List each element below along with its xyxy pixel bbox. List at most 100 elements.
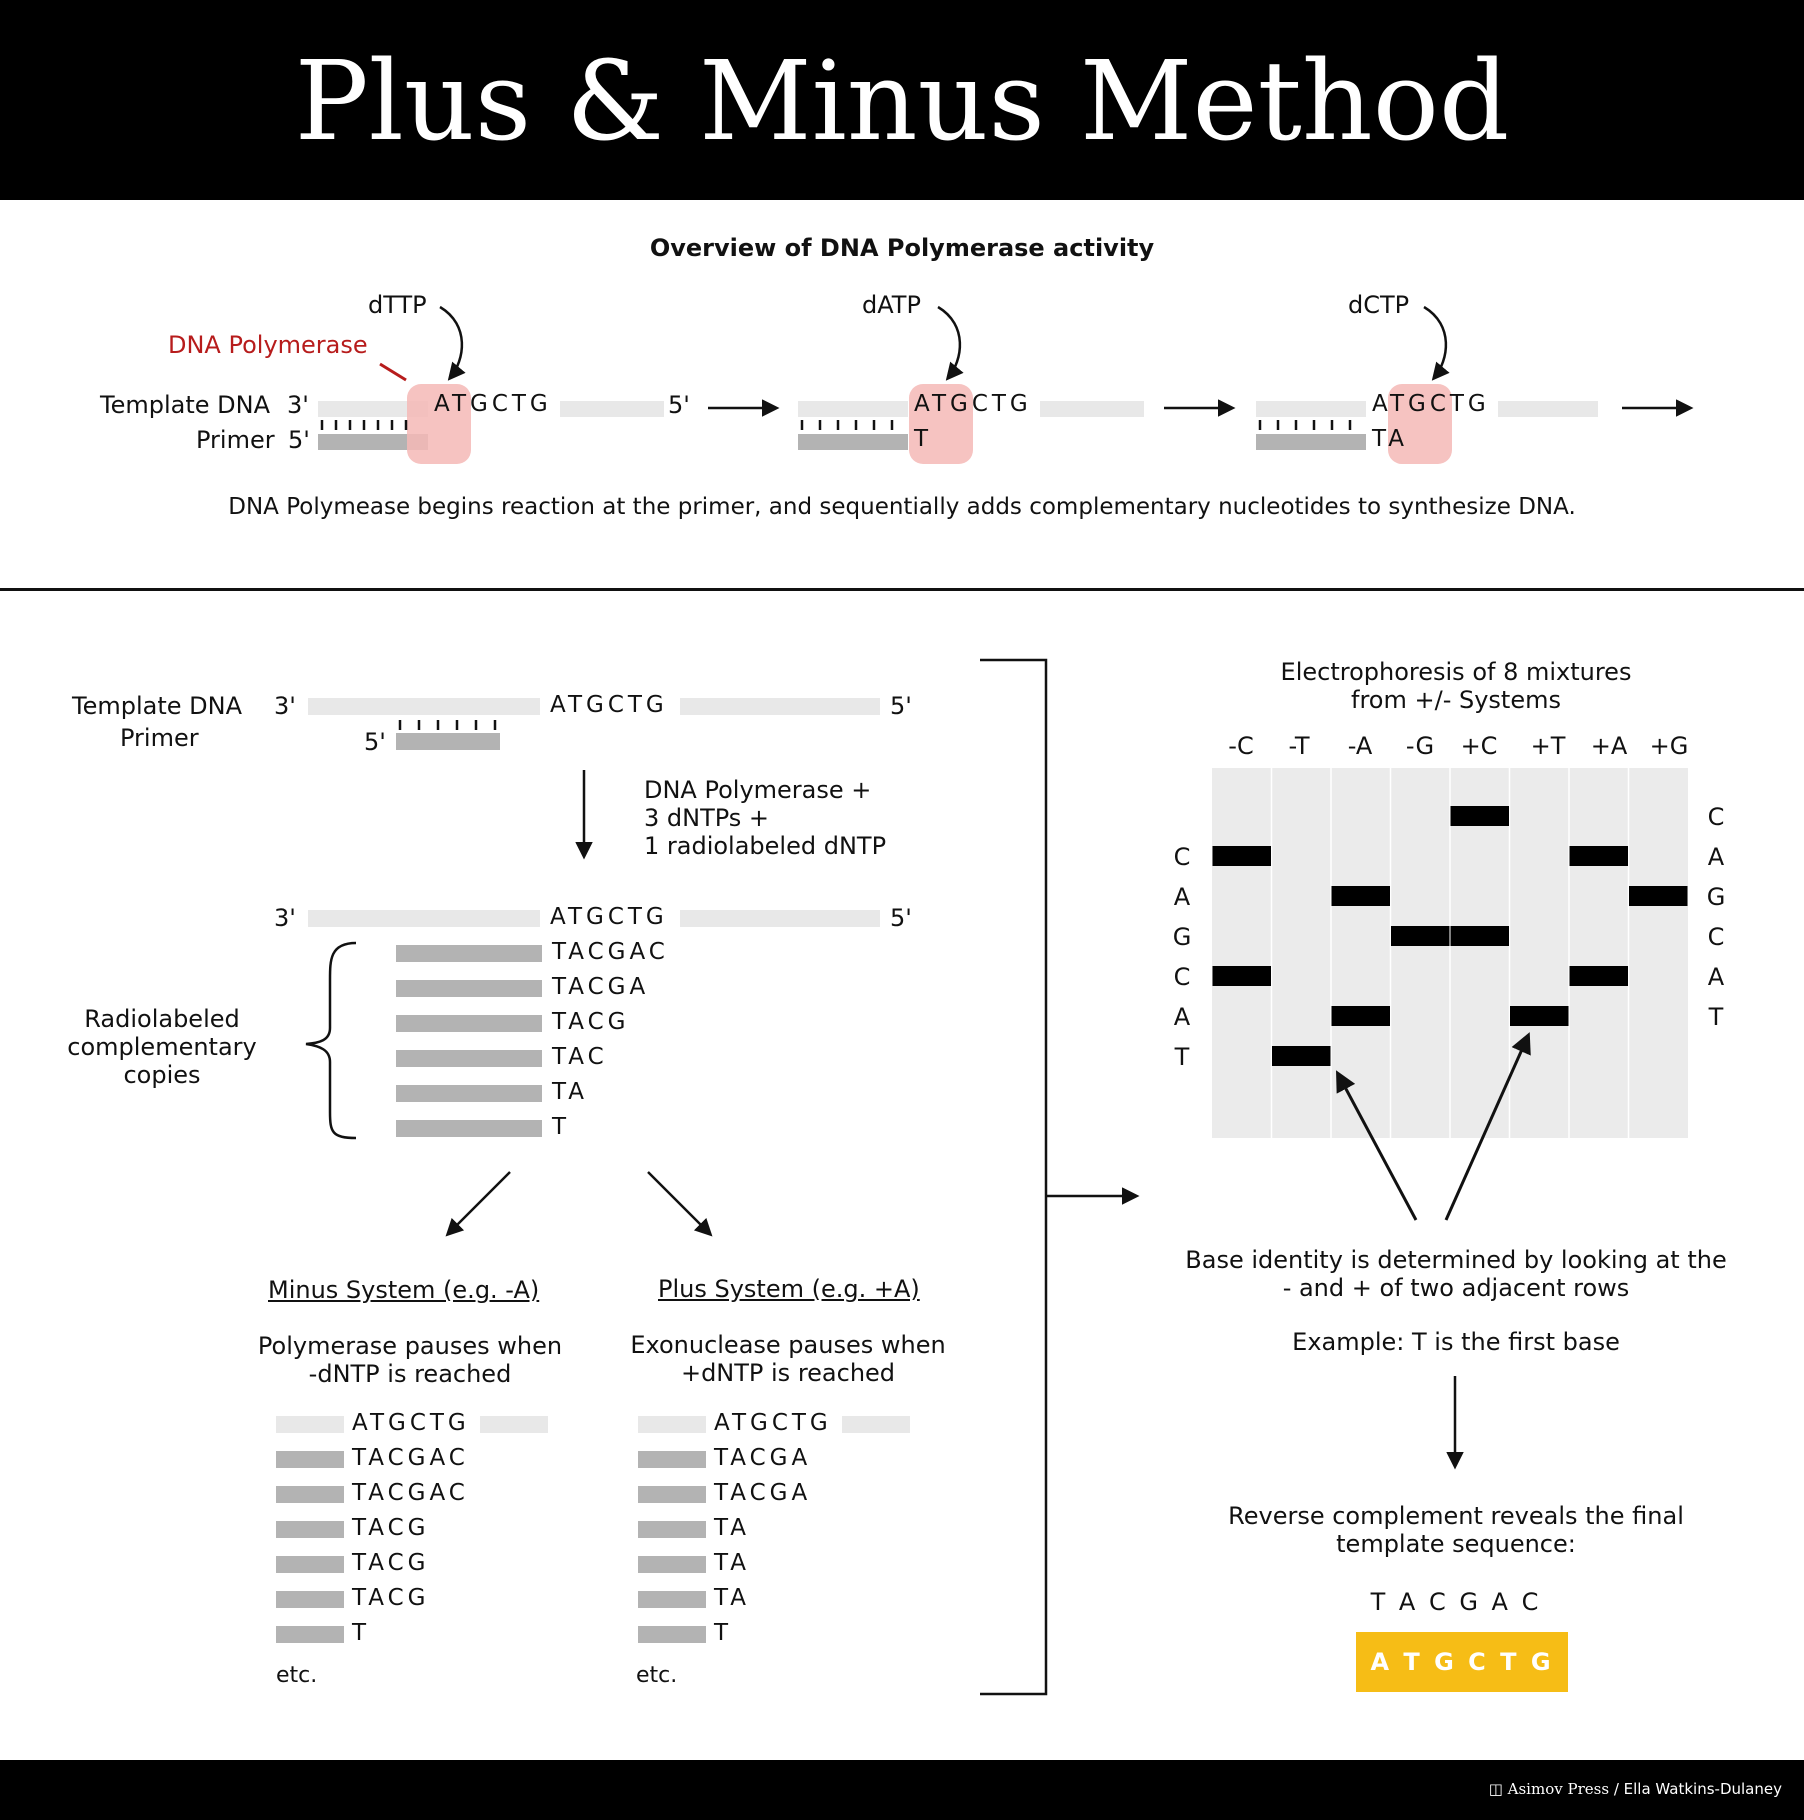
section-divider xyxy=(0,588,1804,591)
base-letter: A xyxy=(1707,963,1725,991)
row-sequence: TACG xyxy=(352,1585,430,1611)
added-sequence: T xyxy=(914,426,933,452)
added-sequence: TA xyxy=(1372,426,1408,452)
gel-title-line: from +/- Systems xyxy=(1351,686,1561,714)
step-label-line: 1 radiolabeled dNTP xyxy=(644,832,887,860)
lane-label: -T xyxy=(1288,732,1310,760)
base-letter: G xyxy=(1172,923,1192,951)
reaction-template-label: Template DNA xyxy=(72,692,242,720)
primer-strand xyxy=(318,434,428,450)
base-letter: C xyxy=(1173,843,1191,871)
row-bar xyxy=(638,1626,706,1643)
reaction-graphics xyxy=(305,658,1140,1696)
row-sequence: TACG xyxy=(352,1550,430,1576)
gel-band xyxy=(1212,846,1271,866)
row-sequence: TACGA xyxy=(714,1480,812,1506)
base-letter: T xyxy=(1174,1043,1190,1071)
book-logo-icon: ◫ xyxy=(1488,1780,1503,1798)
base-letter: G xyxy=(1706,883,1726,911)
copy-bar xyxy=(396,945,542,962)
row-sequence: TACGA xyxy=(714,1445,812,1471)
template-strand-right xyxy=(842,1416,910,1433)
template-strand-right xyxy=(1040,401,1144,417)
desc-line: Exonuclease pauses when xyxy=(630,1331,946,1359)
header-banner: Plus & Minus Method xyxy=(0,0,1804,200)
page-title: Plus & Minus Method xyxy=(294,37,1510,165)
base-letter: T xyxy=(1708,1003,1724,1031)
gel-band xyxy=(1272,1046,1331,1066)
template-strand-left xyxy=(276,1416,344,1433)
template-sequence: ATGCTG xyxy=(550,904,668,930)
reaction-template2-five-prime: 5' xyxy=(890,904,912,932)
gel-band xyxy=(1450,806,1509,826)
copy-sequence: TACGA xyxy=(552,974,650,1000)
copies-brace xyxy=(305,941,357,1140)
polymerase-pointer xyxy=(379,362,407,382)
row-bar xyxy=(276,1486,344,1503)
primer-strand xyxy=(798,434,908,450)
row-bar xyxy=(276,1521,344,1538)
footer-bar: ◫ Asimov Press / Ella Watkins-Dulaney xyxy=(0,1760,1804,1820)
gel-title: Electrophoresis of 8 mixtures from +/- S… xyxy=(1196,658,1716,714)
desc-line: Polymerase pauses when xyxy=(257,1332,563,1360)
overview-template-end: 5' xyxy=(668,391,690,419)
final-sequence: A T G C T G xyxy=(1370,1648,1554,1676)
lane-label: +T xyxy=(1530,732,1566,760)
overview-five-prime: 5' xyxy=(288,426,310,454)
reverse-line: Reverse complement reveals the final xyxy=(1228,1502,1684,1530)
dntp-label: dATP xyxy=(862,291,921,319)
credit: ◫ Asimov Press / Ella Watkins-Dulaney xyxy=(1489,1780,1782,1798)
template-strand-right xyxy=(560,401,664,417)
copy-bar xyxy=(396,980,542,997)
reverse-explanation: Reverse complement reveals the final tem… xyxy=(1146,1502,1766,1558)
base-letter: C xyxy=(1173,963,1191,991)
template-strand-right xyxy=(680,698,880,715)
gel-band xyxy=(1569,846,1628,866)
primer-strand xyxy=(396,733,500,750)
gel-band xyxy=(1450,926,1509,946)
reaction-primer-label: Primer xyxy=(120,724,199,752)
reaction-five-prime: 5' xyxy=(364,728,386,756)
row-sequence: T xyxy=(714,1620,733,1646)
overview-three-prime: 3' xyxy=(287,391,309,419)
row-bar xyxy=(276,1626,344,1643)
base-letter: A xyxy=(1173,1003,1191,1031)
copy-bar xyxy=(396,1015,542,1032)
template-sequence: ATGCTG xyxy=(434,391,552,417)
copies-label-line: copies xyxy=(123,1061,201,1089)
row-bar xyxy=(638,1521,706,1538)
lane-label: +A xyxy=(1590,732,1628,760)
overview-primer-label: Primer xyxy=(196,426,275,454)
row-sequence: TA xyxy=(714,1550,750,1576)
minus-system-desc: Polymerase pauses when -dNTP is reached xyxy=(230,1332,590,1388)
copies-label-line: Radiolabeled xyxy=(84,1005,240,1033)
publisher-name: Asimov Press xyxy=(1507,1780,1610,1798)
lane-label: +G xyxy=(1649,732,1689,760)
minus-system-title: Minus System (e.g. -A) xyxy=(268,1276,540,1304)
plus-system-title: Plus System (e.g. +A) xyxy=(658,1275,920,1303)
author-name: Ella Watkins-Dulaney xyxy=(1623,1780,1782,1798)
copy-bar xyxy=(396,1120,542,1137)
lane-label: -A xyxy=(1347,732,1373,760)
result-arrow xyxy=(1446,1376,1464,1470)
polymerase-highlight xyxy=(909,384,973,464)
base-letter: A xyxy=(1707,843,1725,871)
final-sequence-box: A T G C T G xyxy=(1356,1632,1568,1692)
template-sequence: ATGCTG xyxy=(1372,391,1490,417)
gel-arrows xyxy=(1336,1032,1531,1221)
dntp-label: dTTP xyxy=(368,291,427,319)
credit-separator: / xyxy=(1613,1780,1619,1798)
step-label-line: DNA Polymerase + xyxy=(644,776,872,804)
row-bar xyxy=(638,1591,706,1608)
gel-band xyxy=(1331,1006,1390,1026)
row-sequence: T xyxy=(352,1620,371,1646)
lane-label: +C xyxy=(1460,732,1498,760)
base-letter: C xyxy=(1707,923,1725,951)
row-sequence: TACG xyxy=(352,1515,430,1541)
copy-sequence: TAC xyxy=(552,1044,608,1070)
copy-bar xyxy=(396,1050,542,1067)
row-bar xyxy=(276,1451,344,1468)
primer-strand xyxy=(1256,434,1366,450)
gel-band xyxy=(1569,966,1628,986)
step-label-line: 3 dNTPs + xyxy=(644,804,770,832)
